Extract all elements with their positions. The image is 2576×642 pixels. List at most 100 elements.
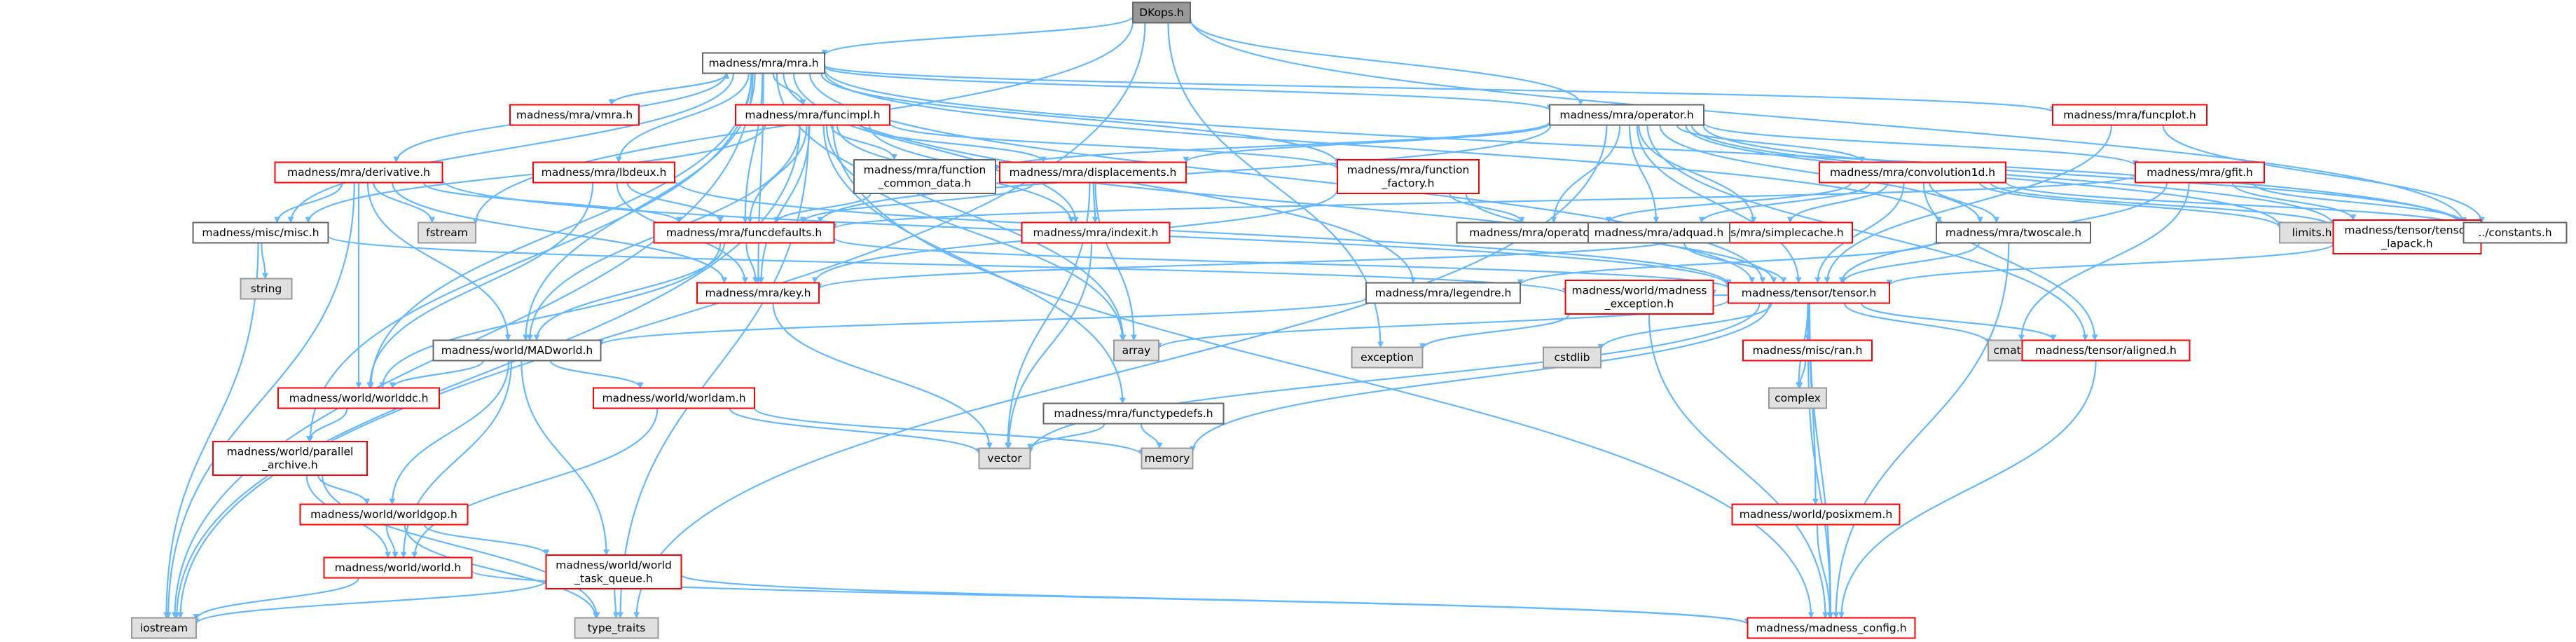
node-string: string [240, 278, 293, 300]
node-label: madness/mra/key.h [705, 287, 811, 299]
node-label: madness/mra/legendre.h [1375, 287, 1512, 299]
node-madness-mra-twoscale-h[interactable]: madness/mra/twoscale.h [1936, 221, 2091, 244]
edge-convolution1d-to-constants [2004, 181, 2467, 228]
node-label: madness/tensor/aligned.h [2035, 344, 2177, 357]
node-box [2463, 221, 2568, 244]
edge-convolution1d-to-limits [1979, 182, 2283, 228]
node-box [1132, 1, 1191, 24]
edge-posixmem-to-config [1816, 524, 1833, 619]
edge-madworld-to-worldgop [389, 360, 510, 505]
node-label: madness/mra/derivative.h [287, 166, 430, 179]
node-madness-mra-gfit-h[interactable]: madness/mra/gfit.h [2135, 161, 2265, 184]
node-madness-mra-funcplot-h[interactable]: madness/mra/funcplot.h [2052, 104, 2207, 126]
node-madness-world-worldgop-h[interactable]: madness/world/worldgop.h [299, 503, 469, 526]
node-madness-world-worlddc-h[interactable]: madness/world/worlddc.h [277, 387, 440, 409]
node-label: madness/mra/funcimpl.h [745, 109, 880, 121]
node-box [999, 161, 1187, 184]
node-box [1819, 161, 2006, 184]
node-box [853, 159, 996, 194]
node-madness-world-posixmem-h[interactable]: madness/world/posixmem.h [1731, 503, 1901, 526]
edge-indexit-to-vector [1005, 243, 1093, 449]
node-madness-world-worldam-h[interactable]: madness/world/worldam.h [593, 387, 755, 409]
node-madness-tensor-aligned-h[interactable]: madness/tensor/aligned.h [2021, 339, 2191, 362]
node-label: madness/madness_config.h [1756, 622, 1906, 635]
edge-taskqueue-to-typetraits [612, 588, 619, 619]
edge-funcimpl-to-key [758, 125, 811, 284]
node-madness-tensor-tensor-h[interactable]: madness/tensor/tensor.h [1728, 282, 1890, 304]
node-label: cstdlib [1555, 351, 1590, 364]
node-madness-mra-functypedefs-h[interactable]: madness/mra/functypedefs.h [1042, 402, 1225, 425]
node-madness-world-parallel-archive-h[interactable]: madness/world/parallel_archive.h [212, 441, 368, 476]
edge-tensor-to-cmath [1843, 303, 1992, 345]
edge-twoscale-to-tensor [1840, 243, 1980, 284]
node-madness-mra-vmra-h[interactable]: madness/mra/vmra.h [509, 104, 640, 126]
edge-operator-to-fcd [992, 121, 1551, 172]
edge-madworld-to-worlddc [389, 360, 484, 389]
edge-twoscale-to-legendre [1517, 240, 1938, 286]
node-madness-mra-indexit-h[interactable]: madness/mra/indexit.h [1021, 221, 1171, 244]
edge-mra-to-misc [287, 73, 735, 224]
edge-dkops-to-iostream [177, 22, 1146, 619]
node-madness-mra-derivative-h[interactable]: madness/mra/derivative.h [274, 161, 443, 184]
edge-displacements-to-array [1094, 182, 1137, 341]
node-madness-mra-mra-h[interactable]: madness/mra/mra.h [702, 52, 825, 74]
node-madness-mra-lbdeux-h[interactable]: madness/mra/lbdeux.h [532, 161, 675, 184]
node-label: DKops.h [1139, 6, 1183, 19]
node-madness-misc-ran-h[interactable]: madness/misc/ran.h [1742, 339, 1873, 362]
node-label: memory [1145, 452, 1190, 465]
node-constants-h[interactable]: ../constants.h [2463, 221, 2568, 244]
edge-convolution1d-to-tensor [1814, 182, 1905, 284]
node-madness-mra-funcdefaults-h[interactable]: madness/mra/funcdefaults.h [653, 221, 835, 244]
edge-worldgop-to-world [385, 524, 399, 559]
node-madness-mra-adquad-h[interactable]: madness/mra/adquad.h [1587, 221, 1730, 244]
node-label: madness/mra/lbdeux.h [542, 166, 667, 179]
edge-tensor-to-cstdlib [1597, 303, 1772, 350]
node-madness-mra-legendre-h[interactable]: madness/mra/legendre.h [1365, 282, 1521, 304]
node-madness-mra-function-common-data-h[interactable]: madness/mra/function_common_data.h [853, 159, 996, 194]
node-box [2021, 339, 2191, 362]
edge-worldgop-to-taskqueue [423, 524, 550, 556]
edge-taskqueue-to-config [680, 574, 1751, 625]
node-label: madness/mra/function [864, 164, 986, 177]
header-nodes: DKops.h madness/mra/mra.h madness/mra/oper… [131, 1, 2568, 639]
node-label: madness/world/worldam.h [602, 392, 745, 404]
node-label: madness/mra/mra.h [708, 57, 818, 69]
node-dkops-h[interactable]: DKops.h [1132, 1, 1191, 24]
node-label: madness/world/madness [1571, 285, 1707, 297]
edge-parallel-to-typetraits [322, 474, 600, 619]
node-label: vector [987, 452, 1022, 465]
node-box [1768, 387, 1827, 409]
node-madness-world-madworld-h[interactable]: madness/world/MADworld.h [432, 339, 602, 362]
edge-funcdefaults-to-key [745, 243, 759, 284]
node-madness-mra-function-factory-h[interactable]: madness/mra/function_factory.h [1337, 159, 1480, 194]
node-madness-mra-convolution1d-h[interactable]: madness/mra/convolution1d.h [1819, 161, 2006, 184]
node-madness-mra-key-h[interactable]: madness/mra/key.h [696, 282, 820, 304]
node-box [696, 282, 820, 304]
node-label: cmath [1993, 344, 2027, 357]
node-madness-world-world-h[interactable]: madness/world/world.h [323, 556, 473, 579]
edge-worlddc-to-parallel [305, 408, 348, 442]
node-label: array [1122, 344, 1151, 357]
edge-operator-to-gfit [1702, 122, 2139, 167]
node-madness-madness-config-h[interactable]: madness/madness_config.h [1747, 617, 1916, 639]
node-label: fstream [426, 226, 468, 239]
node-madness-mra-displacements-h[interactable]: madness/mra/displacements.h [999, 161, 1187, 184]
node-label: madness/tensor/tensor.h [1742, 287, 1876, 299]
node-madness-mra-funcimpl-h[interactable]: madness/mra/funcimpl.h [735, 104, 890, 126]
node-cstdlib: cstdlib [1543, 346, 1602, 369]
node-madness-world-madness-exception-h[interactable]: madness/world/madness_exception.h [1564, 280, 1714, 315]
edge-simplecache-to-key [815, 237, 1680, 290]
node-madness-mra-operator-h[interactable]: madness/mra/operator.h [1549, 104, 1704, 126]
node-madness-tensor-tensor-lapack-h[interactable]: madness/tensor/tensor_lapack.h [2332, 219, 2482, 254]
node-madness-world-world-task-queue-h[interactable]: madness/world/world_task_queue.h [545, 554, 682, 589]
edge-gfit-to-funcdefaults [831, 174, 2137, 230]
edge-funcimpl-to-tensor [869, 125, 1756, 284]
node-label: madness/mra/displacements.h [1010, 166, 1177, 179]
edge-worldam-to-memory [753, 407, 1145, 456]
edge-operator-to-constants [1702, 125, 2467, 227]
node-label: iostream [140, 622, 188, 634]
node-complex: complex [1768, 387, 1827, 409]
edge-mra-to-constants [823, 69, 2467, 228]
node-madness-misc-misc-h[interactable]: madness/misc/misc.h [192, 221, 329, 244]
node-box [1351, 346, 1424, 369]
